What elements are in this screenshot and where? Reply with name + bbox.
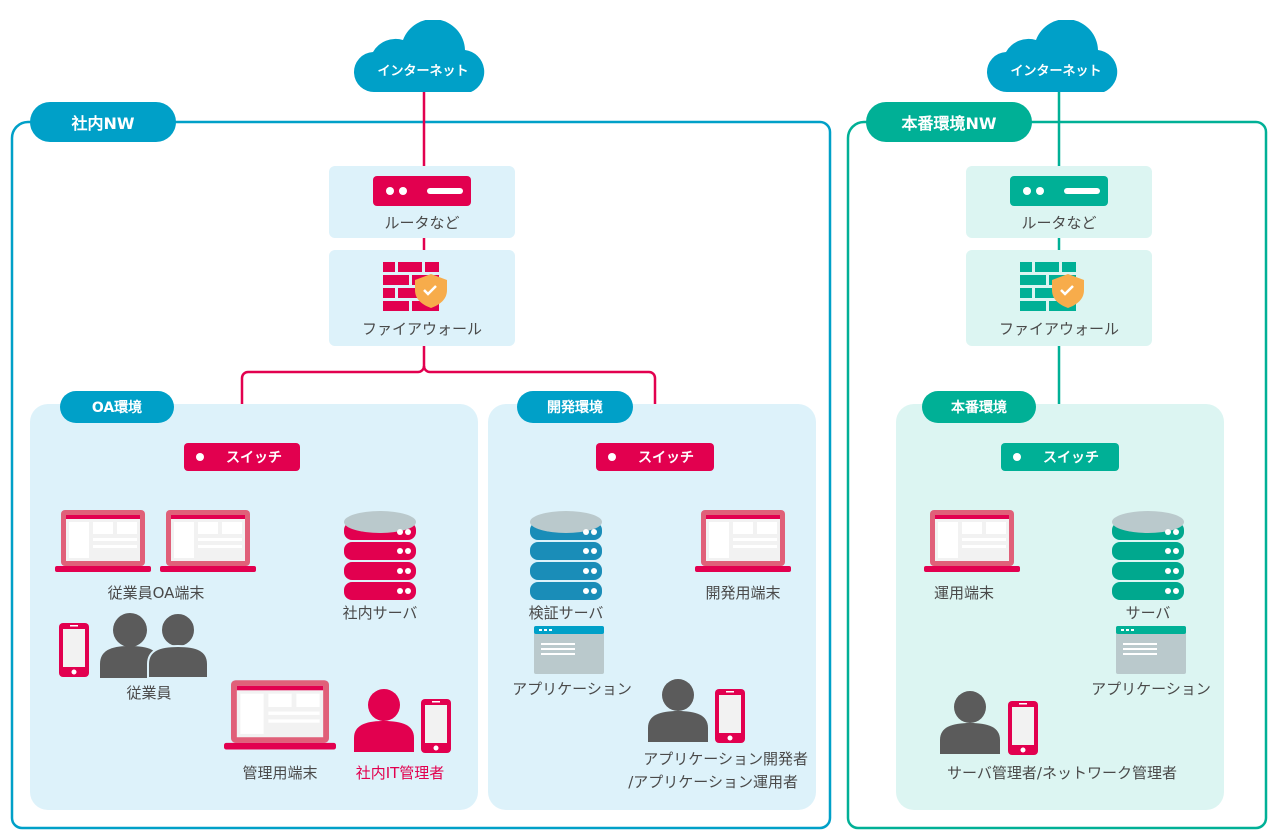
router-icon bbox=[373, 176, 471, 206]
internet-label: インターネット bbox=[1010, 64, 1102, 79]
employee-terminals-label: 従業員OA端末 bbox=[107, 584, 205, 602]
production-network-title: 本番環境NW bbox=[866, 102, 1032, 142]
router-label: ルータなど bbox=[384, 214, 460, 232]
production-network-frame bbox=[846, 120, 1268, 830]
firewall-icon bbox=[383, 262, 447, 311]
firewall-icon bbox=[1020, 262, 1084, 311]
database-server-icon bbox=[530, 511, 602, 600]
router-icon bbox=[1010, 176, 1108, 206]
laptop-icon bbox=[224, 680, 336, 750]
application-label: アプリケーション bbox=[512, 680, 632, 698]
prod-firewall-card: ファイアウォール bbox=[966, 250, 1152, 346]
firewall-label: ファイアウォール bbox=[998, 320, 1119, 338]
application-window-icon bbox=[1116, 626, 1186, 674]
smartphone-icon bbox=[59, 623, 89, 677]
dev-zone-title: 開発環境 bbox=[517, 391, 633, 423]
database-server-icon bbox=[1112, 511, 1184, 600]
laptop-icon bbox=[924, 510, 1020, 572]
prod-router-card: ルータなど bbox=[966, 166, 1152, 238]
cloud-icon bbox=[353, 19, 485, 93]
internal-server-label: 社内サーバ bbox=[342, 604, 418, 622]
prod-zone-title: 本番環境 bbox=[922, 391, 1036, 423]
smartphone-icon bbox=[715, 689, 745, 743]
person-icon bbox=[940, 691, 1000, 754]
server-network-admin-label: サーバ管理者/ネットワーク管理者 bbox=[947, 764, 1177, 782]
status-dot-icon bbox=[196, 453, 204, 461]
app-people-label-line2: /アプリケーション運用者 bbox=[628, 773, 798, 791]
it-admin-label: 社内IT管理者 bbox=[355, 764, 445, 782]
router-card: ルータなど bbox=[329, 166, 515, 238]
firewall-label: ファイアウォール bbox=[361, 320, 482, 338]
laptop-icon bbox=[695, 510, 791, 572]
server-label: サーバ bbox=[1125, 604, 1171, 622]
internet-cloud-production: インターネット bbox=[986, 19, 1126, 100]
people-group-icon bbox=[100, 612, 209, 678]
person-icon bbox=[354, 689, 414, 752]
dev-switch: スイッチ bbox=[596, 443, 714, 471]
switch-label: スイッチ bbox=[638, 450, 694, 466]
app-people-label-line1: アプリケーション開発者 bbox=[643, 750, 808, 768]
admin-terminal-label: 管理用端末 bbox=[242, 764, 318, 782]
shield-check-icon bbox=[415, 274, 447, 308]
prod-switch: スイッチ bbox=[1001, 443, 1119, 471]
database-server-icon bbox=[344, 511, 416, 600]
internet-cloud-corporate: インターネット bbox=[353, 19, 493, 100]
oa-switch: スイッチ bbox=[184, 443, 300, 471]
application-label: アプリケーション bbox=[1091, 680, 1211, 698]
corporate-network-title: 社内NW bbox=[30, 102, 176, 142]
switch-label: スイッチ bbox=[226, 450, 282, 466]
ops-terminal-label: 運用端末 bbox=[933, 584, 994, 602]
dev-zone bbox=[488, 404, 816, 810]
status-dot-icon bbox=[608, 453, 616, 461]
status-dot-icon bbox=[1013, 453, 1021, 461]
cloud-icon bbox=[986, 19, 1118, 93]
smartphone-icon bbox=[1008, 701, 1038, 755]
laptop-icon bbox=[55, 510, 151, 572]
router-label: ルータなど bbox=[1021, 214, 1097, 232]
firewall-card: ファイアウォール bbox=[329, 250, 515, 346]
smartphone-icon bbox=[421, 699, 451, 753]
dev-terminal-label: 開発用端末 bbox=[705, 584, 781, 602]
shield-check-icon bbox=[1052, 274, 1084, 308]
person-icon bbox=[648, 679, 708, 742]
laptop-icon bbox=[160, 510, 256, 572]
corporate-network-frame bbox=[10, 120, 832, 830]
application-window-icon bbox=[534, 626, 604, 674]
switch-label: スイッチ bbox=[1043, 450, 1099, 466]
wire-firewall-dev bbox=[422, 365, 657, 444]
oa-zone-title: OA環境 bbox=[60, 391, 174, 423]
internet-label: インターネット bbox=[377, 64, 469, 79]
employees-label: 従業員 bbox=[126, 684, 172, 702]
verification-server-label: 検証サーバ bbox=[528, 604, 604, 622]
